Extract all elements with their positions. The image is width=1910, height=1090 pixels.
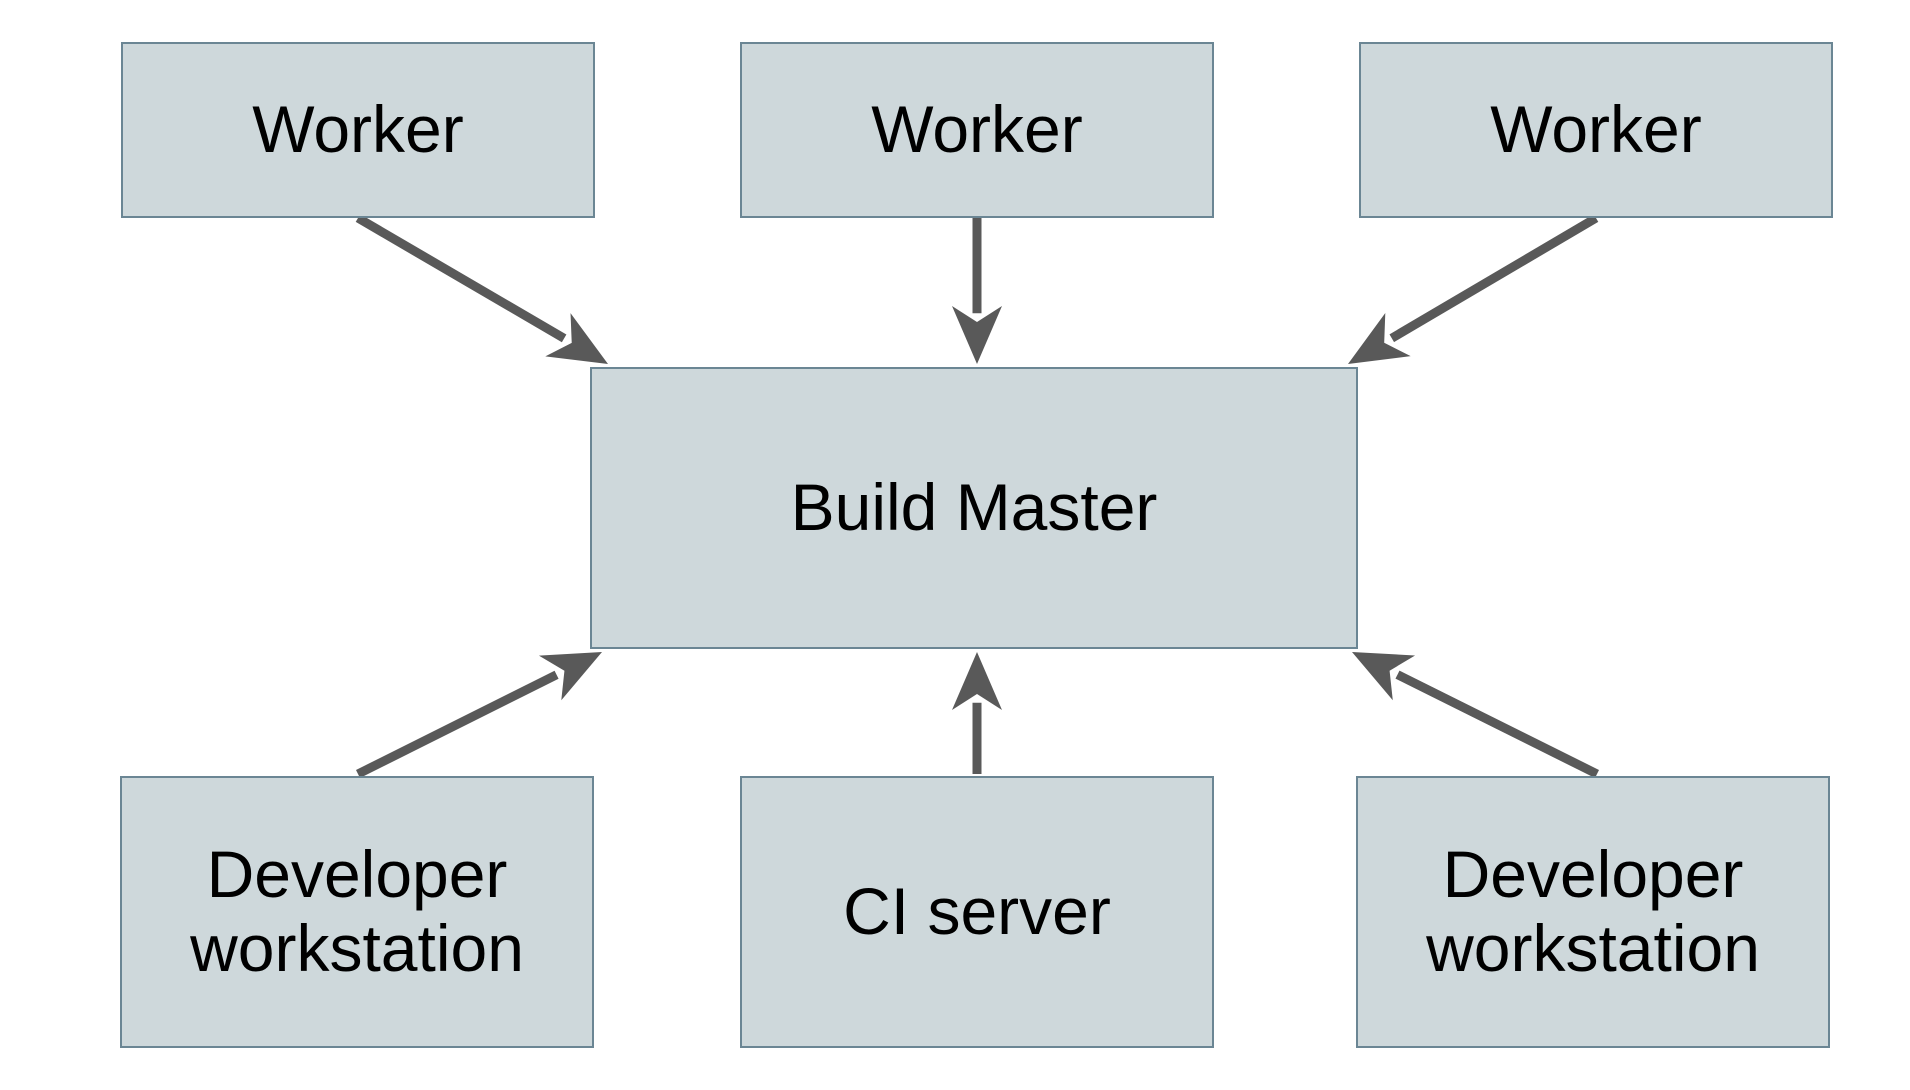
edge-worker-3-to-build-master bbox=[1348, 214, 1599, 364]
node-label: Build Master bbox=[790, 470, 1158, 545]
edge-worker-2-to-build-master bbox=[952, 218, 1002, 364]
node-developer-workstation-right[interactable]: Developer workstation bbox=[1356, 776, 1830, 1048]
edge-developer-workstation-left-to-build-master bbox=[355, 652, 602, 779]
node-worker-3[interactable]: Worker bbox=[1359, 42, 1833, 218]
node-label: CI server bbox=[843, 874, 1111, 949]
node-label: Worker bbox=[871, 92, 1083, 167]
edge-worker-1-to-build-master bbox=[355, 214, 608, 364]
node-label: Developer workstation bbox=[1426, 837, 1760, 985]
node-label: Worker bbox=[1490, 92, 1702, 167]
node-worker-1[interactable]: Worker bbox=[121, 42, 595, 218]
node-ci-server[interactable]: CI server bbox=[740, 776, 1214, 1048]
node-label: Worker bbox=[252, 92, 464, 167]
node-label: Developer workstation bbox=[190, 837, 524, 985]
edge-developer-workstation-right-to-build-master bbox=[1352, 652, 1600, 779]
edge-ci-server-to-build-master bbox=[952, 652, 1002, 774]
node-build-master[interactable]: Build Master bbox=[590, 367, 1358, 649]
node-worker-2[interactable]: Worker bbox=[740, 42, 1214, 218]
node-developer-workstation-left[interactable]: Developer workstation bbox=[120, 776, 594, 1048]
